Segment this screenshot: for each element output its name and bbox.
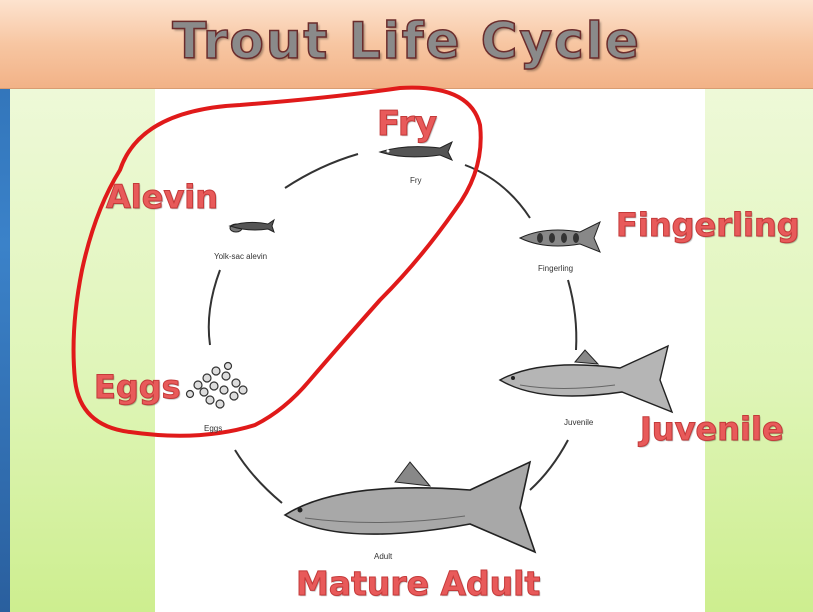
juvenile-fish-icon <box>500 346 672 412</box>
arc-eggs-to-alevin <box>209 270 220 345</box>
juvenile-caption: Juvenile <box>564 418 593 427</box>
adult-caption: Adult <box>374 552 392 561</box>
arc-alevin-to-fry <box>285 154 358 188</box>
fingerling-caption: Fingerling <box>538 264 573 273</box>
fry-caption: Fry <box>410 176 422 185</box>
adult-fish-icon <box>285 462 535 552</box>
stage-label-adult: Mature Adult <box>296 564 540 603</box>
cycle-arrows <box>209 154 577 503</box>
stage-label-fry: Fry <box>377 104 437 144</box>
alevin-caption: Yolk-sac alevin <box>214 252 267 261</box>
arc-fingerling-to-juvenile <box>568 280 576 350</box>
stage-label-fingerling: Fingerling <box>616 206 800 244</box>
fry-fish-icon <box>380 142 452 160</box>
stage-label-juvenile: Juvenile <box>640 410 784 448</box>
arc-juvenile-to-adult <box>530 440 568 490</box>
stage-label-eggs: Eggs <box>94 368 181 406</box>
arc-adult-to-eggs <box>235 450 282 503</box>
alevin-fish-icon <box>230 220 274 232</box>
eggs-cluster-icon <box>187 363 248 409</box>
eggs-caption: Eggs <box>204 424 222 433</box>
fingerling-fish-icon <box>520 222 600 252</box>
stage-label-alevin: Alevin <box>106 178 218 216</box>
